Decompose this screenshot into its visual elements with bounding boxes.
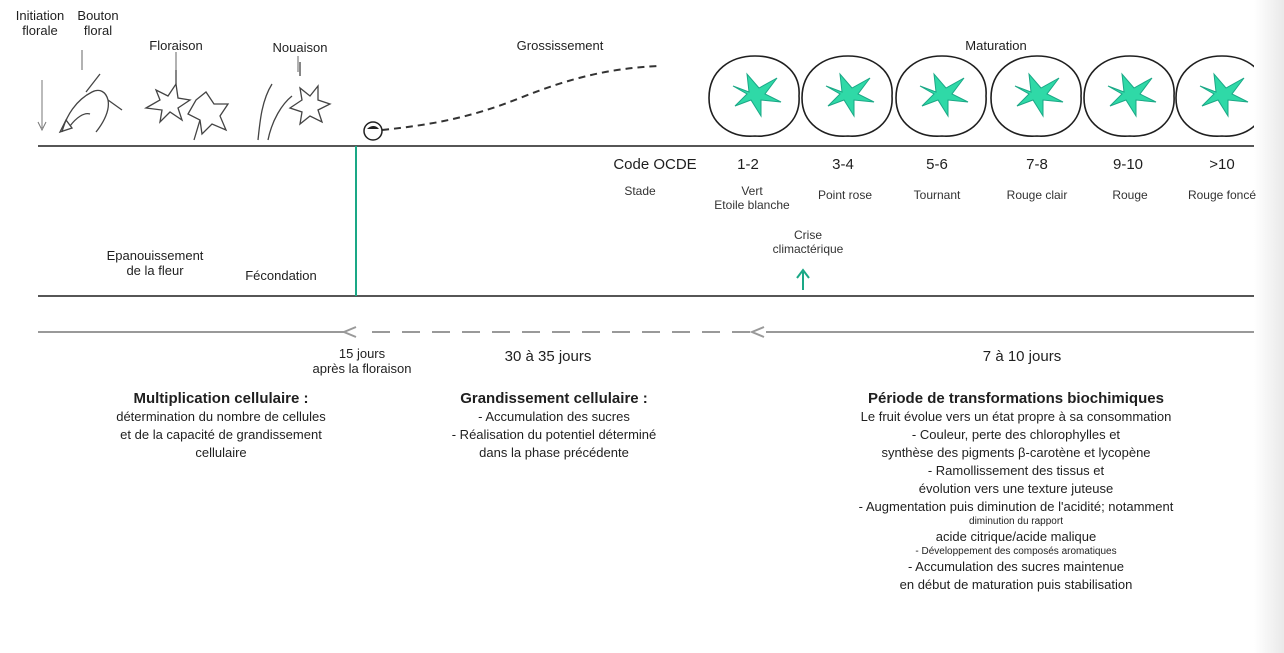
duration-15-line1: 15 jours (338, 346, 386, 361)
duration-15-jours: 15 jours après la floraison (313, 346, 412, 376)
stage-code-4: 7-8 (1026, 156, 1048, 173)
phase-transformations-line1: Le fruit évolue vers un état propre à sa… (860, 409, 1172, 424)
duration-15-line2: après la floraison (312, 361, 412, 376)
phase-grandissement-line3: dans la phase précédente (479, 445, 629, 460)
stage-name-2: Point rose (817, 188, 873, 202)
small-fruit-icon (363, 121, 383, 141)
epanouissement-label: Epanouissement de la fleur (107, 248, 204, 278)
phase-multiplication-line2: et de la capacité de grandissement (120, 427, 322, 442)
phase-transformations-line11: en début de maturation puis stabilisatio… (899, 577, 1133, 592)
tomato-stage-5-icon (1083, 55, 1175, 137)
duration-30-35-jours: 30 à 35 jours (504, 348, 592, 365)
phase-transformations: Période de transformations biochimiques … (859, 390, 1174, 594)
label-initiation-florale: Initiation florale (16, 8, 64, 38)
phase-transformations-line10: - Accumulation des sucres maintenue (907, 559, 1125, 574)
tomato-stage-6-icon (1175, 55, 1267, 137)
stage-code-3: 5-6 (926, 156, 948, 173)
label-maturation: Maturation (965, 38, 1027, 53)
stage-name-1-line2: Etoile blanche (714, 198, 790, 212)
phase-transformations-line9: - Développement des composés aromatiques (915, 546, 1117, 557)
growth-curve (381, 65, 661, 131)
phase-multiplication-title: Multiplication cellulaire : (133, 390, 309, 407)
phase-multiplication-line1: détermination du nombre de cellules (116, 409, 326, 424)
label-bouton-line2: floral (83, 23, 113, 38)
label-grossissement: Grossissement (516, 38, 604, 53)
phase-transformations-line6: - Augmentation puis diminution de l'acid… (858, 499, 1174, 514)
crise-climacterique-label: Crise climactérique (773, 228, 844, 256)
epanouissement-line2: de la fleur (126, 263, 184, 278)
tomato-stage-3-icon (895, 55, 987, 137)
phase-grandissement: Grandissement cellulaire : - Accumulatio… (452, 390, 657, 462)
period-arrows (38, 326, 1272, 338)
scan-edge-shadow (1254, 0, 1284, 653)
initiation-arrow-icon (37, 80, 47, 132)
label-bouton-floral: Bouton floral (77, 8, 118, 38)
ocde-code-label: Code OCDE (613, 156, 697, 173)
stage-name-4: Rouge clair (1006, 188, 1068, 202)
fruit-set-icon (257, 62, 332, 141)
phase-transformations-line8: acide citrique/acide malique (935, 529, 1097, 544)
phase-grandissement-title: Grandissement cellulaire : (460, 390, 648, 407)
tomato-stage-4-icon (990, 55, 1082, 137)
stage-name-5: Rouge (1112, 188, 1148, 202)
stage-name-1: Vert Etoile blanche (714, 184, 789, 212)
phase-transformations-line7: diminution du rapport (969, 516, 1063, 527)
phase-multiplication: Multiplication cellulaire : déterminatio… (116, 390, 326, 462)
phase-transformations-line4: - Ramollissement des tissus et (927, 463, 1105, 478)
epanouissement-line1: Epanouissement (106, 248, 204, 263)
stage-name-6: Rouge foncé (1187, 188, 1257, 202)
label-bouton-line1: Bouton (77, 8, 119, 23)
label-initiation-line2: florale (22, 23, 58, 38)
crise-line1: Crise (793, 228, 823, 242)
label-initiation-line1: Initiation (15, 8, 65, 23)
phase-transformations-line3: synthèse des pigments β-carotène et lyco… (881, 445, 1151, 460)
fecondation-label: Fécondation (245, 268, 317, 283)
stage-name-3: Tournant (913, 188, 961, 202)
phase-multiplication-line3: cellulaire (195, 445, 247, 460)
tomato-stage-2-icon (801, 55, 893, 137)
phase-transformations-line5: évolution vers une texture juteuse (918, 481, 1114, 496)
initiation-down-arrows (81, 50, 299, 72)
label-floraison: Floraison (149, 38, 203, 53)
duration-7-10-jours: 7 à 10 jours (982, 348, 1062, 365)
tomato-stage-1-icon (708, 55, 800, 137)
phase-transformations-line2: - Couleur, perte des chlorophylles et (911, 427, 1121, 442)
stage-code-2: 3-4 (832, 156, 854, 173)
flowering-flower-icon (143, 70, 230, 141)
flower-bud-icon (58, 73, 123, 134)
label-nouaison: Nouaison (272, 40, 328, 55)
stage-code-5: 9-10 (1112, 156, 1144, 173)
crise-line2: climactérique (772, 242, 844, 256)
stage-name-1-line1: Vert (741, 184, 763, 198)
climacteric-arrow-icon (796, 268, 810, 290)
stage-code-6: >10 (1209, 156, 1235, 173)
phase-grandissement-line1: - Accumulation des sucres (478, 409, 630, 424)
phase-grandissement-line2: - Réalisation du potentiel déterminé (451, 427, 657, 442)
phase-transformations-title: Période de transformations biochimiques (868, 390, 1164, 407)
ocde-stade-label: Stade (624, 184, 656, 198)
stage-code-1: 1-2 (737, 156, 759, 173)
